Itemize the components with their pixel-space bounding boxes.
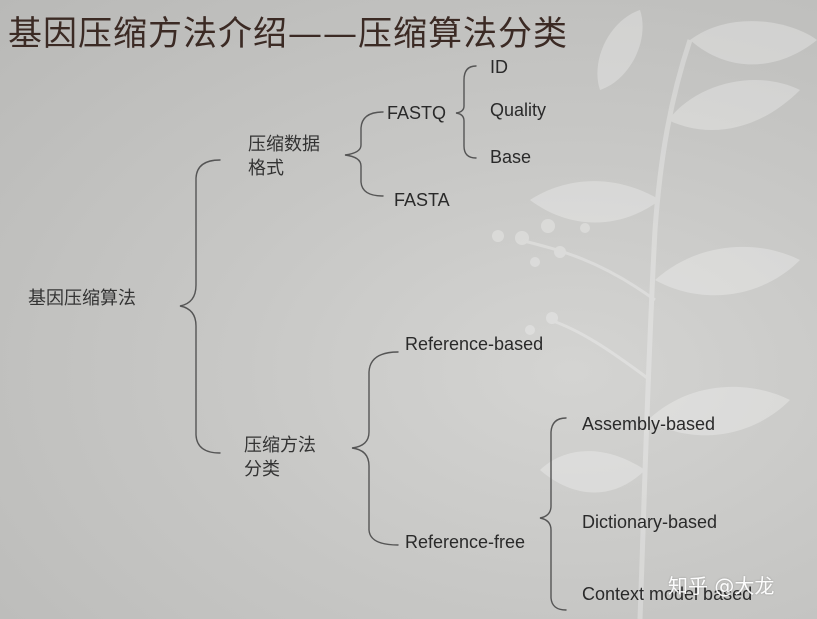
- fasta-node: FASTA: [394, 190, 450, 210]
- format-node-line1: 压缩数据: [248, 134, 320, 155]
- method-bracket: [351, 351, 399, 546]
- root-node: 基因压缩算法: [28, 288, 136, 309]
- page-title: 基因压缩方法介绍——压缩算法分类: [8, 14, 568, 54]
- method-node-line1: 压缩方法: [244, 435, 316, 456]
- root-bracket: [179, 159, 221, 454]
- context-model-based-node: Context model based: [582, 584, 753, 604]
- fastq-node: FASTQ: [387, 103, 447, 123]
- reference-free-node: Reference-free: [405, 532, 526, 552]
- fastq-item-id: ID: [490, 57, 508, 77]
- format-node-line2: 格式: [248, 158, 284, 179]
- fastq-bracket: [455, 65, 477, 159]
- method-node-line2: 分类: [244, 459, 280, 480]
- watermark: 知乎 @大龙: [668, 574, 775, 598]
- dictionary-based-node: Dictionary-based: [582, 512, 718, 532]
- fastq-item-base: Base: [490, 147, 532, 167]
- reference-based-node: Reference-based: [405, 334, 544, 354]
- format-bracket: [344, 111, 384, 197]
- assembly-based-node: Assembly-based: [582, 414, 716, 434]
- ref-free-bracket: [539, 417, 567, 611]
- fastq-item-quality: Quality: [490, 100, 547, 120]
